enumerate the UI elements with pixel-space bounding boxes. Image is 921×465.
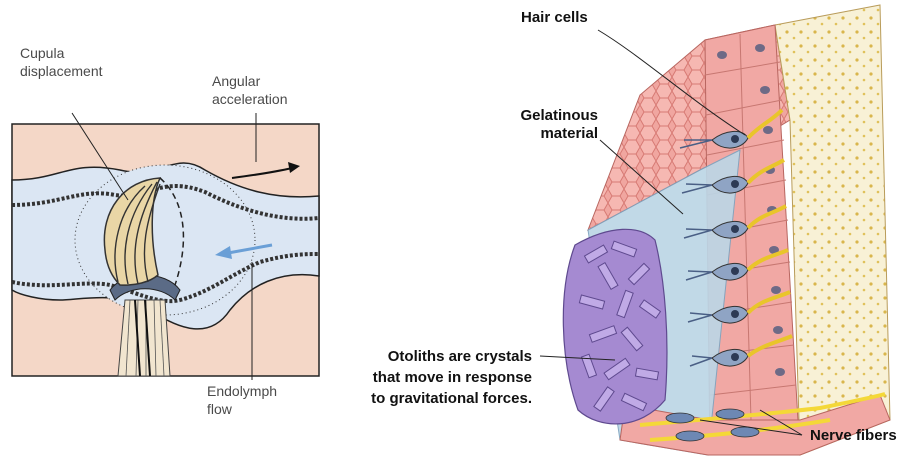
- nerve-fibers-label: Nerve fibers: [810, 427, 897, 444]
- endolymph-label-line2: flow: [207, 401, 233, 417]
- otoliths-label-line3: to gravitational forces.: [371, 390, 532, 407]
- otolithic-membrane-panel: Hair cells Gelatinous material Otoliths …: [371, 5, 897, 455]
- cupula-label-line2: displacement: [20, 63, 103, 79]
- hair-cells-label: Hair cells: [521, 9, 588, 26]
- otoliths: [563, 229, 667, 424]
- semicircular-canal-panel: Cupula displacement Angular acceleration…: [12, 45, 319, 417]
- angular-label-line1: Angular: [212, 73, 261, 89]
- cupula-label-line1: Cupula: [20, 45, 65, 61]
- gelatinous-label-line2: material: [540, 125, 598, 142]
- gelatinous-label-line1: Gelatinous: [520, 107, 598, 124]
- angular-label-line2: acceleration: [212, 91, 288, 107]
- otoliths-label-line1: Otoliths are crystals: [388, 348, 532, 365]
- endolymph-label-line1: Endolymph: [207, 383, 277, 399]
- otoliths-label-line2: that move in response: [373, 369, 532, 386]
